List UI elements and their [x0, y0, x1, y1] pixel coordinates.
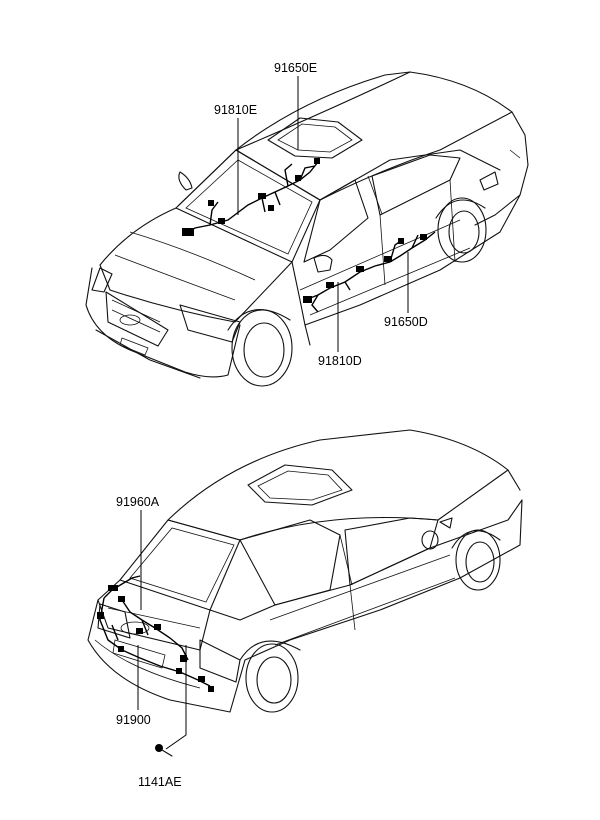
- rear-car-illustration: [87, 429, 523, 757]
- bolt-icon: [155, 744, 173, 757]
- part-label-91900: 91900: [116, 713, 151, 727]
- part-label-1141AE: 1141AE: [138, 775, 182, 789]
- leader-lines: [137, 76, 409, 750]
- part-label-91810E: 91810E: [214, 103, 257, 117]
- part-labels: 91650E 91810E 91650D 91810D 91960A 91900…: [116, 61, 428, 789]
- part-label-91650E: 91650E: [274, 61, 317, 75]
- part-label-91810D: 91810D: [318, 354, 362, 368]
- part-label-91960A: 91960A: [116, 495, 160, 509]
- front-car-illustration: [85, 71, 529, 387]
- part-label-91650D: 91650D: [384, 315, 428, 329]
